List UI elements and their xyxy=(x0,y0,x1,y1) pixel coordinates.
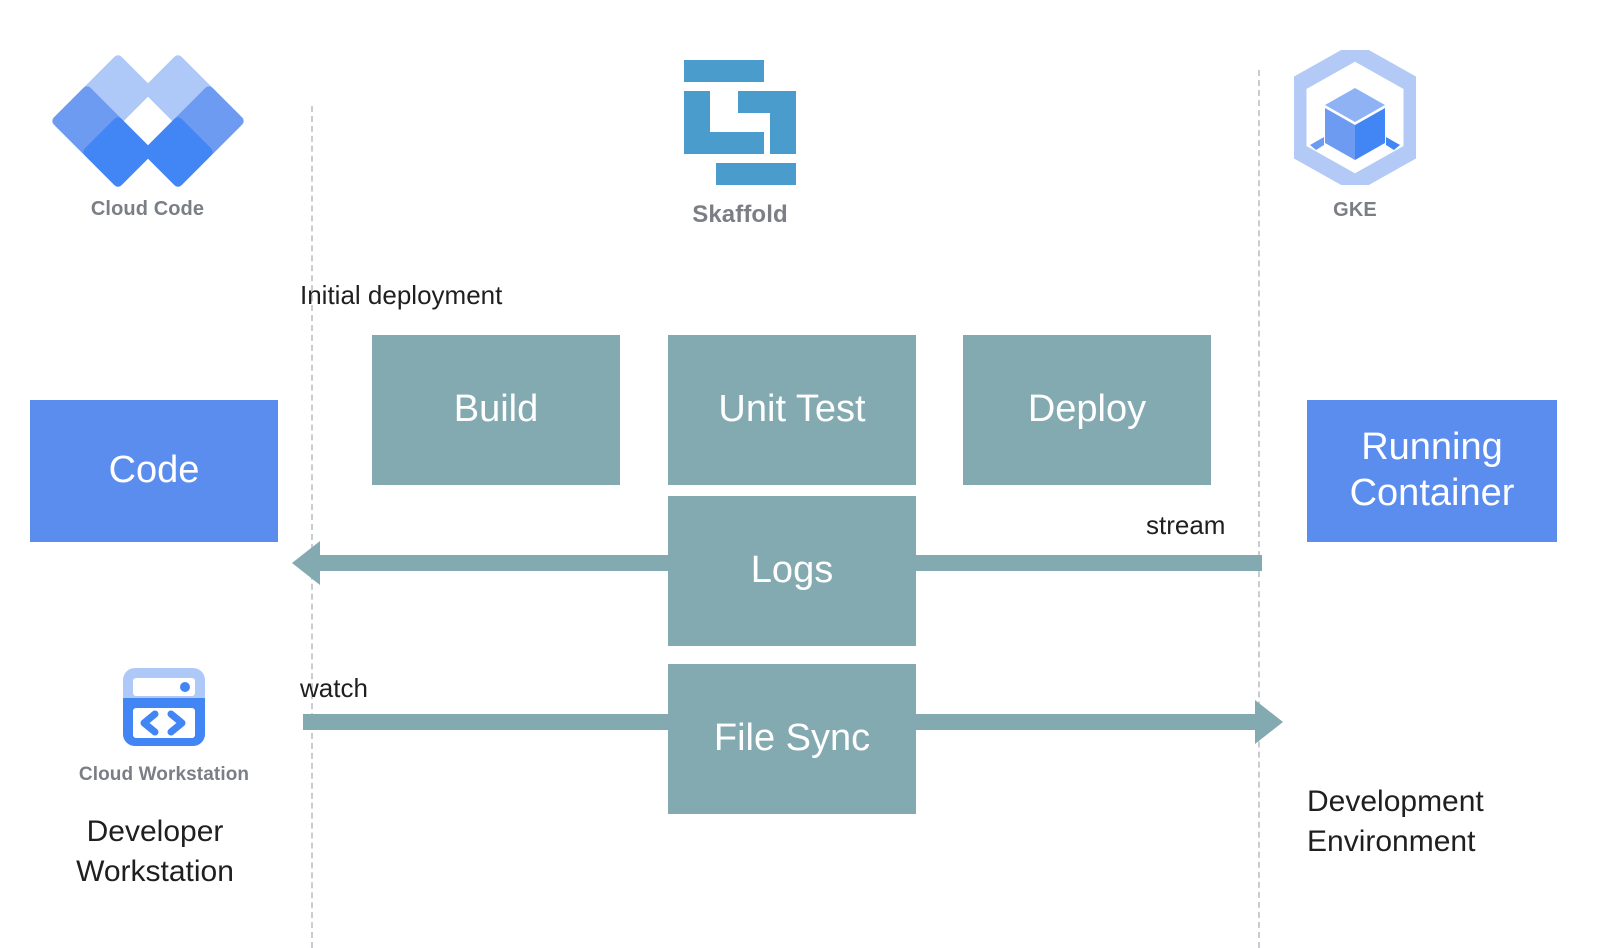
logo-gke: GKE xyxy=(1255,43,1455,222)
label-initial-deployment: Initial deployment xyxy=(300,280,503,310)
logo-caption-cloud-workstation: Cloud Workstation xyxy=(78,764,250,785)
stage-box-build[interactable]: Build xyxy=(372,335,620,485)
gke-hexagon-cube-icon xyxy=(1289,43,1421,192)
logo-caption-cloud-code: Cloud Code xyxy=(90,198,205,220)
endpoint-box-running-container[interactable]: Running Container xyxy=(1307,400,1557,542)
logo-cloud-workstation: Cloud Workstation xyxy=(58,662,270,786)
stage-box-logs[interactable]: Logs xyxy=(668,496,916,646)
boundary-line-left xyxy=(311,106,313,948)
stage-box-file-sync[interactable]: File Sync xyxy=(668,664,916,814)
label-developer-workstation: Developer Workstation xyxy=(76,815,234,888)
boundary-line-right xyxy=(1258,70,1260,948)
cloud-workstation-code-icon xyxy=(119,662,209,752)
label-stream: stream xyxy=(1146,510,1226,540)
logs-arrow-head-left xyxy=(292,541,320,585)
logo-cloud-code: Cloud Code xyxy=(40,53,255,221)
skaffold-logo-icon xyxy=(680,60,800,185)
label-development-environment: Development Environment xyxy=(1307,785,1484,858)
endpoint-box-code[interactable]: Code xyxy=(30,400,278,542)
file-sync-arrow-head-right xyxy=(1255,700,1283,744)
logo-skaffold: Skaffold xyxy=(630,60,850,229)
stage-box-unit-test[interactable]: Unit Test xyxy=(668,335,916,485)
cloud-code-diamonds-icon xyxy=(49,53,246,189)
label-watch: watch xyxy=(300,673,368,703)
logo-caption-skaffold: Skaffold xyxy=(692,201,788,228)
logo-caption-gke: GKE xyxy=(1333,199,1377,221)
stage-box-deploy[interactable]: Deploy xyxy=(963,335,1211,485)
